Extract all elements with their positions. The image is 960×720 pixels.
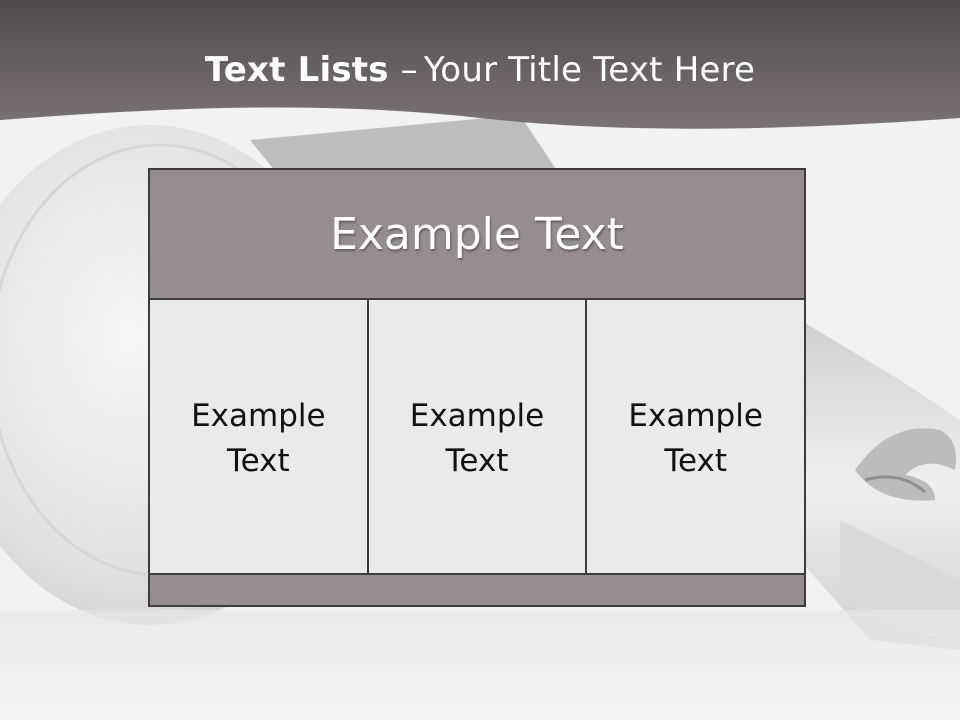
title-bold-text: Text Lists — [204, 50, 389, 90]
title-subtitle-text: Your Title Text Here — [423, 50, 756, 90]
table-cell-2: Example Text — [366, 300, 586, 577]
table-footer-bar — [150, 573, 804, 605]
table-header-cell: Example Text — [150, 170, 804, 300]
table-cell-1: Example Text — [150, 300, 367, 577]
slide-title: Text Lists–Your Title Text Here — [0, 50, 960, 90]
header-band — [0, 0, 960, 129]
table-row: Example Text Example Text Example Text — [150, 300, 805, 577]
table-cell-3: Example Text — [585, 300, 805, 577]
text-list-table: Example Text Example Text Example Text E… — [148, 168, 806, 607]
table-header-text: Example Text — [330, 208, 624, 260]
title-separator: – — [400, 50, 418, 90]
